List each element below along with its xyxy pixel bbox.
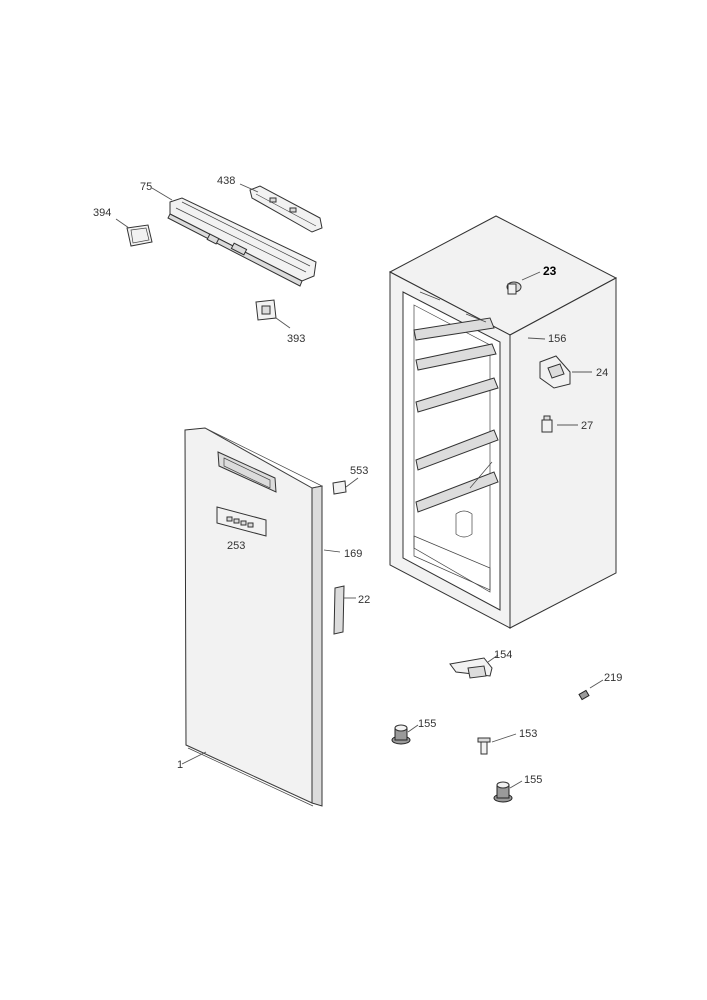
part-154-bottom-hinge [449,654,499,679]
callout-24: 24 [596,367,608,379]
callout-155b: 155 [524,774,542,786]
callout-253: 253 [227,540,245,552]
part-27-cap [541,415,578,433]
part-394-cover-plate [115,218,153,247]
callout-553: 553 [350,465,368,477]
part-155-foot-left [391,724,419,745]
callout-153: 153 [519,728,537,740]
callout-219: 219 [604,672,622,684]
callout-156: 156 [548,333,566,345]
part-553-hinge-bracket [332,477,359,495]
callout-22: 22 [358,594,370,606]
part-156-cabinet [388,215,618,629]
callout-169: 169 [344,548,362,560]
callout-154: 154 [494,649,512,661]
part-1-door [181,427,324,807]
callout-438: 438 [217,175,235,187]
callout-394: 394 [93,207,111,219]
part-169-hinge-pin [323,549,341,553]
part-23-top-hinge [506,271,541,295]
part-393-small-board [255,299,291,329]
part-438-display-board [239,183,323,233]
part-24-hinge-bracket [539,355,592,389]
callout-393: 393 [287,333,305,345]
callout-27: 27 [581,420,593,432]
part-75-control-panel [151,187,317,287]
callout-155a: 155 [418,718,436,730]
callout-75: 75 [140,181,152,193]
part-153-pin [477,733,517,755]
part-22-gasket-strip [333,585,356,635]
callout-1: 1 [177,759,183,771]
callout-23: 23 [543,264,557,278]
part-219-screw [578,679,604,701]
part-155-foot-right [493,780,523,803]
